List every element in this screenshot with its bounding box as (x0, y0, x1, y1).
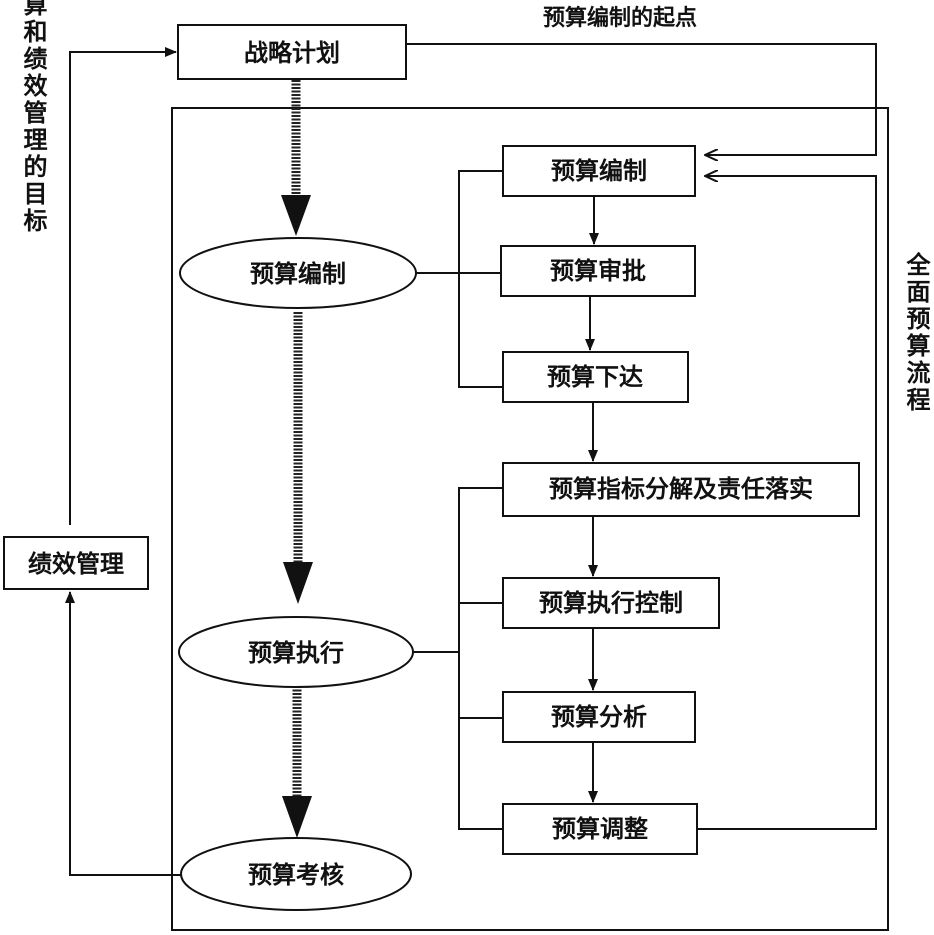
thick-arrowhead-3 (282, 796, 312, 838)
step-analyze-label: 预算分析 (551, 703, 647, 731)
step-budget-analyze: 预算分析 (502, 691, 696, 743)
right-flow-text: 全面预算流程 (902, 251, 931, 414)
left-goal-text: 预算和绩效管理的目标 (19, 0, 47, 235)
performance-management-node: 绩效管理 (3, 536, 149, 590)
process-frame (171, 107, 889, 931)
thick-arrowhead-1 (281, 195, 311, 236)
step-budget-decompose: 预算指标分解及责任落实 (502, 462, 860, 517)
step-adjust-label: 预算调整 (552, 815, 648, 843)
ellipse-compile-label: 预算编制 (250, 260, 346, 288)
step-budget-compile: 预算编制 (502, 145, 696, 197)
adjust-to-compile-line (697, 176, 877, 830)
strategy-to-compile-line (406, 43, 877, 155)
budget-start-title: 预算编制的起点 (543, 5, 697, 31)
step-decompose-label: 预算指标分解及责任落实 (549, 475, 813, 503)
ellipse-assess-label: 预算考核 (248, 861, 344, 889)
ellipse-budget-compile: 预算编制 (179, 237, 417, 309)
execute-bracket (413, 487, 503, 830)
step-budget-control: 预算执行控制 (502, 577, 720, 629)
performance-management-label: 绩效管理 (28, 550, 124, 578)
compile-bracket (416, 170, 503, 388)
step-approve-label: 预算审批 (550, 257, 646, 285)
step-control-label: 预算执行控制 (539, 589, 683, 617)
ellipse-budget-execute: 预算执行 (178, 616, 414, 688)
step-compile-label: 预算编制 (551, 157, 647, 185)
step-issue-label: 预算下达 (547, 363, 643, 391)
step-budget-adjust: 预算调整 (502, 803, 698, 855)
strategic-plan-node: 战略计划 (177, 24, 407, 80)
thick-arrowhead-2 (283, 562, 313, 604)
strategic-plan-label: 战略计划 (244, 39, 340, 67)
step-budget-approve: 预算审批 (500, 245, 696, 297)
step-budget-issue: 预算下达 (502, 351, 689, 403)
ellipse-budget-assess: 预算考核 (180, 837, 412, 911)
ellipse-execute-label: 预算执行 (248, 639, 344, 667)
assess-to-performance-line (65, 591, 182, 876)
performance-to-strategy-line (69, 47, 177, 525)
